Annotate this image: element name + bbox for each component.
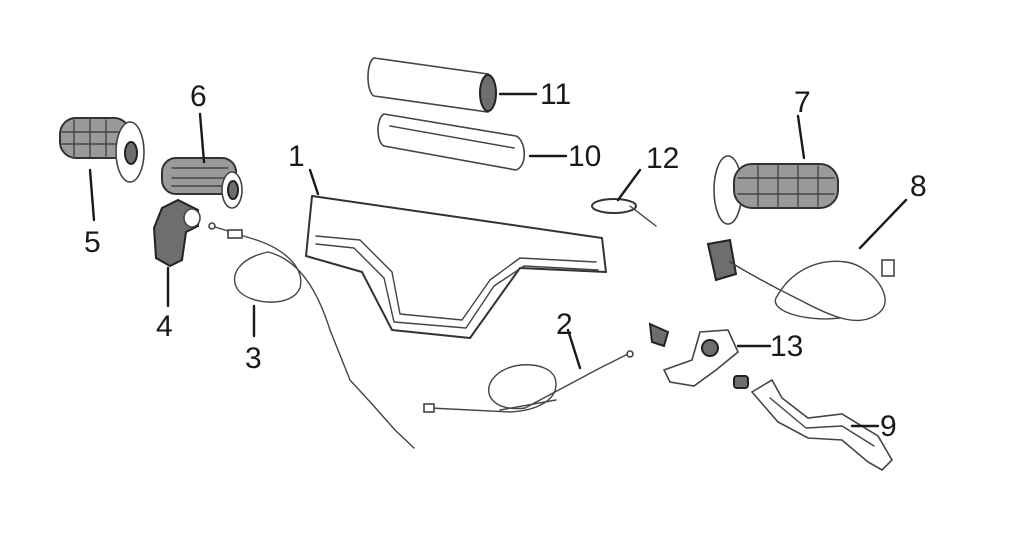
- label-6: 6: [190, 80, 207, 113]
- leader-7: [796, 114, 806, 160]
- part-handlebar: 1: [288, 140, 607, 339]
- label-2: 2: [556, 308, 573, 341]
- leader-2: [566, 328, 582, 370]
- leader-6: [198, 112, 206, 164]
- label-3: 3: [245, 342, 262, 375]
- leader-12: [616, 168, 642, 202]
- part-bar-pad: 11: [367, 57, 571, 113]
- leader-1: [308, 168, 320, 196]
- part-throttle-cable: 3: [208, 222, 415, 449]
- part-clutch-cable: 2: [423, 308, 634, 413]
- part-crossbar-pad: 10: [377, 113, 601, 173]
- label-7: 7: [794, 86, 811, 119]
- part-right-grip: 7: [713, 86, 839, 225]
- leader-8: [858, 198, 908, 250]
- part-clutch-lever: 9: [750, 378, 897, 471]
- part-throttle-sleeve: 6: [161, 80, 243, 209]
- part-left-grip: 5: [59, 117, 145, 259]
- label-10: 10: [568, 140, 601, 173]
- part-clutch-perch: 13: [648, 322, 803, 389]
- label-9: 9: [880, 410, 897, 443]
- leader-5: [88, 168, 96, 222]
- label-12: 12: [646, 142, 679, 175]
- label-11: 11: [540, 78, 571, 111]
- part-cable-tie: 12: [591, 142, 679, 227]
- label-1: 1: [288, 140, 305, 173]
- label-13: 13: [770, 330, 803, 363]
- label-8: 8: [910, 170, 927, 203]
- part-switch-assembly: 8: [706, 170, 927, 322]
- label-5: 5: [84, 226, 101, 259]
- part-throttle-housing: 4: [152, 198, 201, 343]
- label-4: 4: [156, 310, 173, 343]
